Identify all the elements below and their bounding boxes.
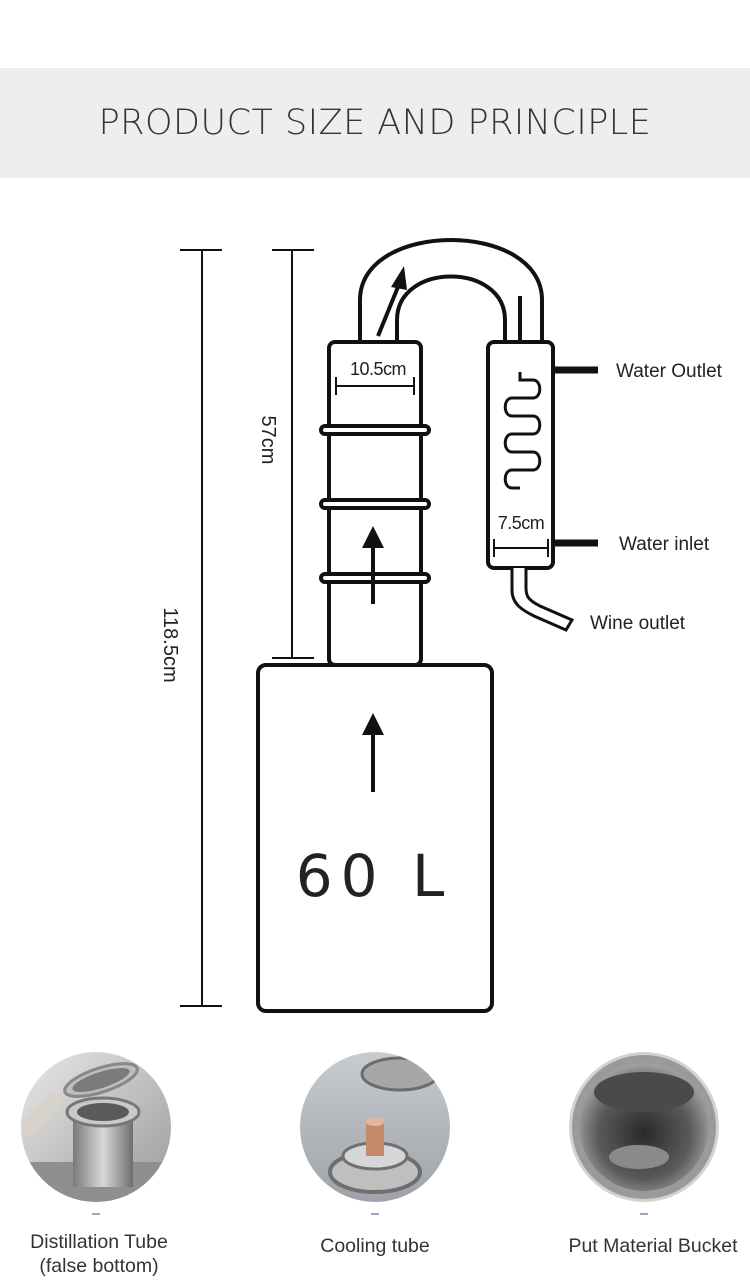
column-height-label: 57cm — [257, 416, 279, 465]
material-bucket-photo — [569, 1052, 719, 1202]
total-height-label: 118.5cm — [159, 607, 181, 682]
distillation-tube-caption: Distillation Tube (false bottom) — [0, 1230, 214, 1278]
column-height-dimension — [272, 249, 314, 659]
caption-divider — [640, 1213, 648, 1215]
caption-divider — [371, 1213, 379, 1215]
water-outlet-label: Water Outlet — [616, 361, 723, 382]
column-flow-arrow — [362, 526, 384, 604]
water-inlet-label: Water inlet — [619, 534, 710, 555]
product-diagram: 118.5cm 57cm 10.5cm — [159, 238, 723, 1013]
caption-divider — [92, 1213, 100, 1215]
caption-line: Cooling tube — [320, 1235, 430, 1257]
caption-line: Distillation Tube — [30, 1231, 168, 1253]
cooling-coil — [503, 372, 542, 490]
distillation-tube-photo — [21, 1052, 171, 1202]
boiler-tank — [256, 663, 494, 1013]
tank-flow-arrow — [362, 713, 384, 792]
column-width-label: 10.5cm — [350, 359, 406, 379]
total-height-dimension — [180, 249, 222, 1007]
vapor-flow-arrow — [376, 266, 407, 337]
cooling-tube-photo — [300, 1052, 450, 1202]
condenser-width-label: 7.5cm — [498, 513, 545, 533]
column-width-dimension — [335, 377, 415, 395]
caption-line: Put Material Bucket — [568, 1235, 738, 1257]
vapor-pipe — [358, 238, 544, 344]
wine-outlet-pipe — [510, 568, 575, 632]
material-bucket-caption: Put Material Bucket — [538, 1234, 750, 1258]
column-rings — [319, 424, 431, 584]
condenser-width-dimension — [493, 539, 549, 557]
header-banner: PRODUCT SIZE AND PRINCIPLE — [0, 68, 750, 178]
wine-outlet-label: Wine outlet — [590, 613, 686, 634]
cooling-tube-caption: Cooling tube — [260, 1234, 490, 1258]
caption-line: (false bottom) — [39, 1255, 159, 1277]
page-title: PRODUCT SIZE AND PRINCIPLE — [98, 103, 652, 143]
tank-volume-label: 60 L — [296, 842, 453, 910]
